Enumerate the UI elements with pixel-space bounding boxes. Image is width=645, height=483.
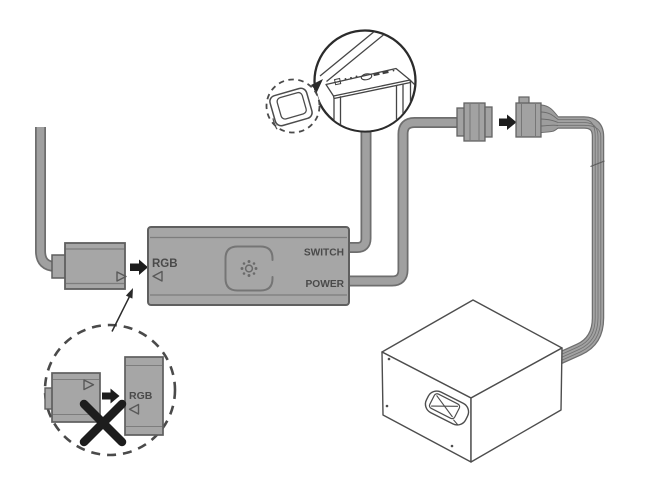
power-supply-unit: [381, 299, 563, 463]
mode-button: [224, 245, 274, 292]
audio-jack-icon: [350, 76, 352, 79]
triangle-orientation-marker: [83, 379, 95, 391]
brightness-button-icon: [240, 260, 258, 277]
psu-right-face: [470, 347, 563, 463]
psu-wire-ribbon: [556, 116, 605, 365]
wrong-connection-callout: RGB: [43, 323, 177, 457]
rgb-port-label: RGB: [152, 258, 178, 270]
triangle-orientation-marker: [152, 270, 163, 282]
switch-cable: [346, 129, 372, 253]
callout-arrowhead: [311, 79, 323, 92]
reset-led-icon: [392, 69, 395, 72]
ac-inlet-icon: [424, 390, 470, 426]
black-arrow-right-icon: [102, 388, 120, 404]
audio-jack-icon: [355, 75, 358, 78]
led-switch-button-large: [269, 87, 313, 130]
psu-screws: [385, 357, 468, 448]
strip-connector: [51, 242, 127, 290]
triangle-orientation-marker: [128, 403, 140, 415]
led-button-callout: [265, 78, 323, 134]
rgb-controller: RGB SWITCH POWER: [147, 226, 350, 306]
sata-power-plug: [456, 102, 493, 142]
switch-port-label: SWITCH: [304, 248, 344, 259]
wire-fan: [541, 104, 559, 133]
led-strip-cable: [35, 127, 60, 272]
led-switch-button-icon: [333, 77, 342, 86]
rgb-port-piece: RGB: [124, 356, 164, 436]
case-callout-circle: [313, 29, 417, 133]
power-cable: [346, 117, 461, 287]
rgb-port-label: RGB: [129, 390, 153, 402]
black-arrow-right-icon: [130, 259, 148, 275]
usb-port-icon: [373, 72, 380, 77]
io-panel-icons: [333, 69, 395, 86]
callout-pointer-arrow: [111, 288, 133, 332]
triangle-orientation-marker: [116, 271, 127, 282]
power-button-icon: [360, 73, 373, 81]
usb-port-icon: [382, 70, 389, 75]
psu-sata-socket: [515, 96, 559, 138]
black-arrow-right-icon: [499, 114, 517, 130]
audio-jack-icon: [344, 78, 347, 80]
x-mark-icon: [79, 399, 127, 447]
power-port-label: POWER: [306, 279, 345, 290]
